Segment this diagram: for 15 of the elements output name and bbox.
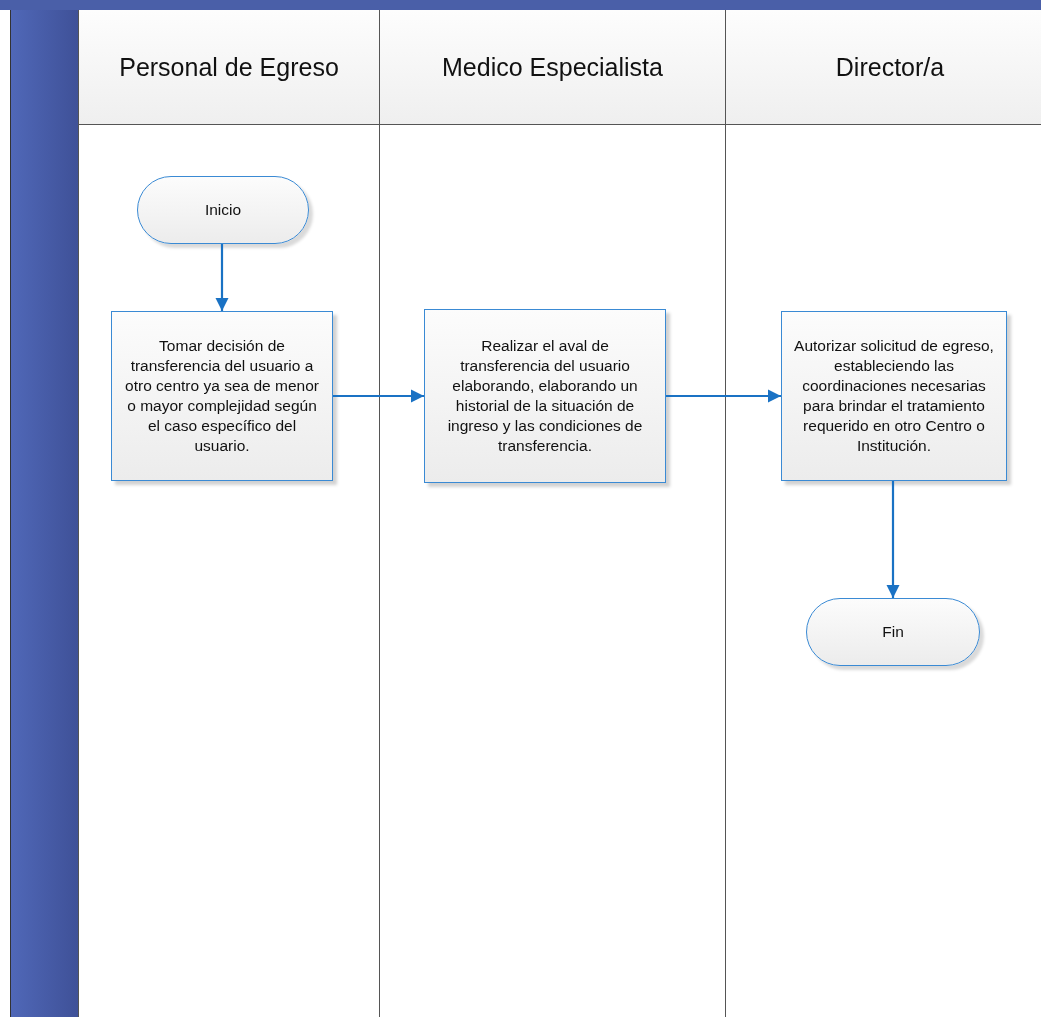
process-text: Autorizar solicitud de egreso, estableciendo las coordinaciones necesarias para brindar el tratamiento requerido en otro Centro o Institución. — [794, 335, 994, 457]
process-text: Tomar decisión de transferencia del usuario a otro centro ya sea de menor o mayor complejidad según el caso específico del usuario. — [124, 335, 320, 457]
arrow — [886, 481, 900, 598]
process-box — [781, 311, 1007, 481]
process-text: Realizar el aval de transferencia del usuario elaborando, elaborando un historial de la situación de ingreso y las condiciones de transferencia. — [446, 335, 644, 457]
terminator-shape — [137, 176, 309, 244]
terminator-label: Inicio — [204, 199, 242, 220]
process-box — [424, 309, 666, 483]
arrow — [333, 389, 424, 403]
process-box — [111, 311, 333, 481]
terminator-shape — [806, 598, 980, 666]
arrow — [215, 244, 229, 311]
arrow — [666, 389, 781, 403]
swimlane — [78, 10, 380, 1017]
terminator-label: Fin — [882, 621, 904, 642]
